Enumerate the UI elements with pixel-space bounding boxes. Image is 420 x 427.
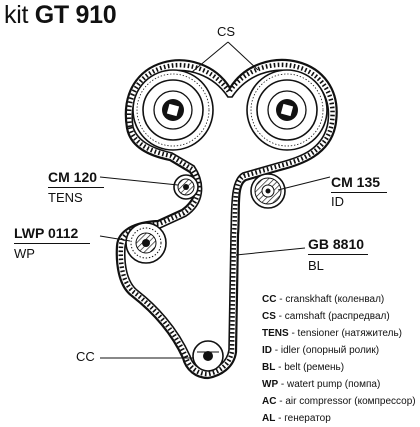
- label-cs-top: CS: [217, 24, 236, 39]
- label-cm120-code: CM 120: [48, 169, 98, 185]
- legend-row-wp: WP - watert pump (помпа): [262, 379, 381, 390]
- legend-row-cc: CC - cranskhaft (коленвал): [262, 294, 385, 305]
- tensioner-pulley: [173, 174, 199, 200]
- label-cm135-type: ID: [331, 194, 344, 209]
- underline-cm120: [48, 187, 104, 188]
- belt-outer-edge: [115, 58, 338, 380]
- water-pump-pulley: [125, 222, 167, 264]
- underline-gb: [308, 254, 368, 255]
- crankshaft-sprocket: [192, 340, 224, 372]
- legend-row-id: ID - idler (опорный ролик): [262, 345, 380, 356]
- label-cc-bottom: CC: [76, 349, 95, 364]
- page-title: kit GT 910: [4, 0, 117, 30]
- legend: CC - cranskhaft (коленвал) CS - camshaft…: [262, 291, 416, 427]
- idler-pulley: [250, 173, 286, 209]
- underline-cm135: [331, 192, 387, 193]
- leader-lines: [99, 41, 331, 359]
- legend-row-cs: CS - camshaft (распредвал): [262, 311, 390, 322]
- label-gb-type: BL: [308, 258, 324, 273]
- camshaft-sprocket-right: [246, 69, 328, 151]
- label-lwp-code: LWP 0112: [14, 225, 79, 241]
- title-prefix: kit: [4, 1, 29, 29]
- legend-row-ac: AC - air compressor (компрессор): [262, 396, 416, 407]
- legend-row-tens: TENS - tensioner (натяжитель): [262, 328, 403, 339]
- underline-lwp: [14, 243, 90, 244]
- label-cm120-type: TENS: [48, 190, 83, 205]
- label-lwp-type: WP: [14, 246, 35, 261]
- camshaft-sprocket-left: [132, 69, 214, 151]
- label-cm135-code: CM 135: [331, 174, 381, 190]
- title-model: GT 910: [34, 1, 117, 29]
- legend-row-al: AL - генератор: [262, 413, 331, 424]
- label-gb-code: GB 8810: [308, 236, 365, 252]
- legend-row-bl: BL - belt (ремень): [262, 362, 345, 373]
